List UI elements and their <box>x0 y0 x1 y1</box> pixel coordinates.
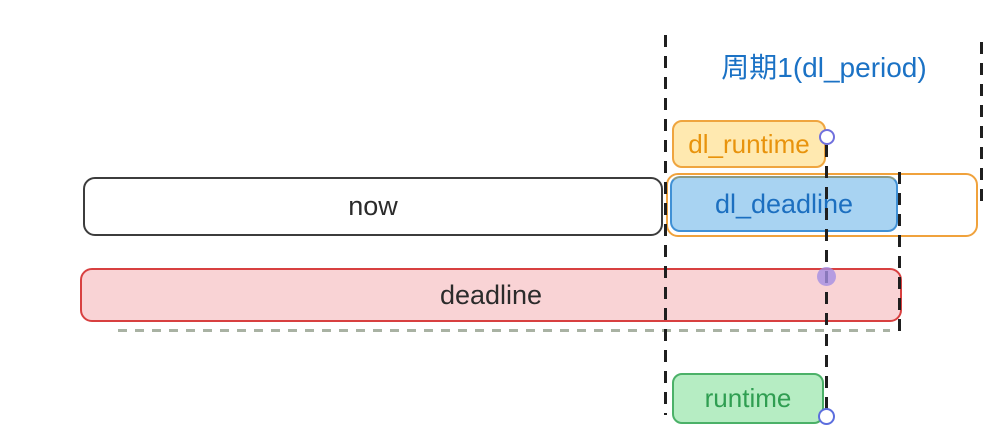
faint-horizontal-dashed-line <box>118 329 890 332</box>
anchor-point-filled-icon[interactable] <box>817 267 836 286</box>
dl-deadline-label: dl_deadline <box>714 188 854 219</box>
dl-deadline-end-dashed-line[interactable] <box>898 172 901 332</box>
dl-runtime-box[interactable]: dl_runtime <box>672 120 826 168</box>
deadline-label: deadline <box>439 279 543 310</box>
runtime-label: runtime <box>704 383 792 413</box>
now-box[interactable]: now <box>83 177 663 236</box>
runtime-box[interactable]: runtime <box>672 373 824 424</box>
dl-deadline-box[interactable]: dl_deadline <box>670 176 898 232</box>
anchor-handle-icon[interactable] <box>819 129 835 145</box>
period-title: 周期1(dl_period) <box>721 52 927 83</box>
dl-runtime-label: dl_runtime <box>688 128 810 159</box>
period-end-dashed-line[interactable] <box>980 42 983 210</box>
period-start-dashed-line[interactable] <box>664 35 667 415</box>
deadline-box[interactable]: deadline <box>80 268 902 322</box>
now-label: now <box>348 191 398 221</box>
anchor-handle-icon[interactable] <box>818 408 835 425</box>
